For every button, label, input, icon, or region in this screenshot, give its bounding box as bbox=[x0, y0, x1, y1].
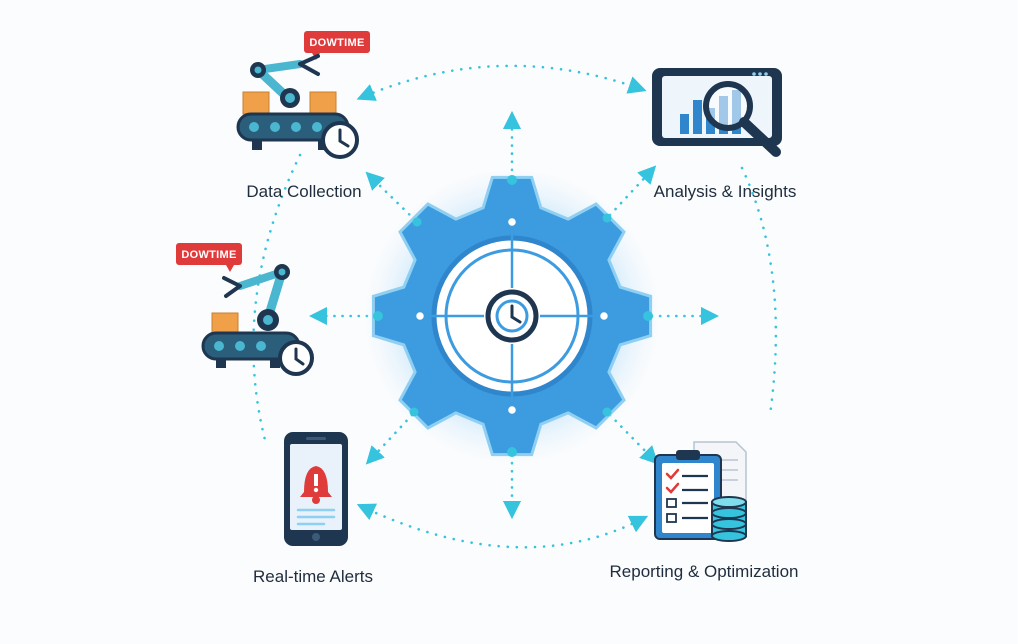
svg-text:DOWTIME: DOWTIME bbox=[181, 249, 236, 261]
label-data-collection: Data Collection bbox=[246, 182, 362, 201]
label-real-time-alerts: Real-time Alerts bbox=[253, 567, 373, 586]
center-gear bbox=[362, 166, 662, 466]
label-reporting-optimization: Reporting & Optimization bbox=[609, 562, 799, 581]
robot-arm-conveyor-icon: DOWTIME bbox=[236, 31, 370, 159]
cycle-arc-left bbox=[252, 153, 302, 442]
phone-alert-icon bbox=[284, 432, 348, 546]
clock-icon bbox=[485, 289, 539, 343]
spoke-lower-left bbox=[365, 413, 414, 465]
downtime-badge-secondary: DOWTIME bbox=[176, 243, 242, 272]
checklist-database-icon bbox=[654, 441, 747, 542]
cycle-arc-right bbox=[740, 166, 778, 417]
database-stack bbox=[711, 496, 747, 542]
robot-arm-conveyor-icon-secondary: DOWTIME bbox=[176, 243, 314, 376]
spoke-upper-right bbox=[608, 165, 657, 217]
cycle-arc-bottom bbox=[356, 503, 649, 549]
svg-text:DOWTIME: DOWTIME bbox=[309, 37, 364, 49]
cycle-arc-top bbox=[356, 64, 647, 101]
label-analysis-insights: Analysis & Insights bbox=[653, 182, 797, 201]
magnifier-chart-icon bbox=[652, 68, 782, 157]
downtime-badge: DOWTIME bbox=[304, 31, 370, 60]
outer-cycle bbox=[252, 64, 778, 549]
